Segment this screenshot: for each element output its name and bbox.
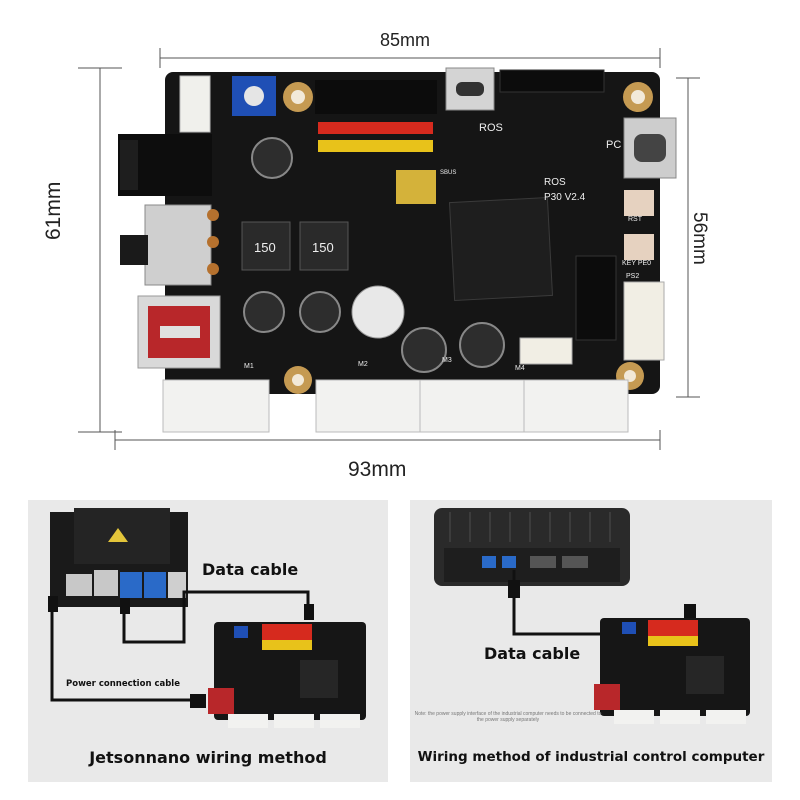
power-connection-cable-label: Power connection cable [66, 679, 180, 689]
capacitors [243, 137, 505, 373]
dim-height-right: 56mm [689, 212, 710, 265]
board-illustration: ROS PC ROS P30 V2.4 150 150 RST KEY PE0 … [78, 48, 700, 450]
power-connector [179, 75, 211, 133]
dim-width-bottom: 93mm [348, 458, 407, 481]
label-inductor-2: 150 [312, 240, 334, 255]
industrial-wiring-illustration [434, 508, 750, 724]
label-ros-mid: ROS [544, 177, 566, 188]
label-version: P30 V2.4 [544, 192, 586, 203]
industrial-caption: Wiring method of industrial control comp… [417, 749, 765, 765]
dim-width-top: 85mm [380, 30, 431, 50]
jetson-data-cable-label: Data cable [202, 560, 299, 579]
board-figure: ROS PC ROS P30 V2.4 150 150 RST KEY PE0 … [42, 30, 710, 481]
label-m2: M2 [358, 361, 368, 368]
servo-headers [315, 80, 437, 152]
label-m4: M4 [515, 365, 525, 372]
power-supply-note: Note: the power supply interface of the … [414, 711, 602, 723]
industrial-data-cable-label: Data cable [484, 644, 581, 663]
label-ros-top: ROS [479, 122, 503, 134]
jetson-wiring-panel: Data cable Power connection cable Jetson… [28, 500, 388, 782]
motor-connectors [162, 379, 629, 433]
dip-switch [396, 170, 436, 204]
mcu-chip [448, 196, 554, 302]
inductor-2 [299, 221, 349, 271]
label-ps2: PS2 [626, 273, 639, 280]
label-pc: PC [606, 139, 621, 151]
buzzer [351, 285, 405, 339]
inductor-1 [241, 221, 291, 271]
label-key: KEY PE0 [622, 260, 651, 267]
jetson-caption: Jetsonnano wiring method [89, 748, 327, 767]
rst-button [624, 190, 654, 216]
top-pin-header [499, 69, 605, 93]
label-sbus: SBUS [440, 170, 456, 176]
label-rst: RST [628, 216, 643, 223]
jetson-wiring-illustration [48, 508, 366, 728]
label-inductor-1: 150 [254, 240, 276, 255]
label-m3: M3 [442, 357, 452, 364]
industrial-wiring-panel: Data cable Note: the power supply interf… [410, 500, 772, 782]
dimension-lines [78, 48, 700, 450]
dim-height-left: 61mm [42, 181, 65, 240]
label-m1: M1 [244, 363, 254, 370]
key-button [624, 234, 654, 260]
ps2-connector [623, 281, 665, 361]
power-switch [144, 204, 212, 286]
